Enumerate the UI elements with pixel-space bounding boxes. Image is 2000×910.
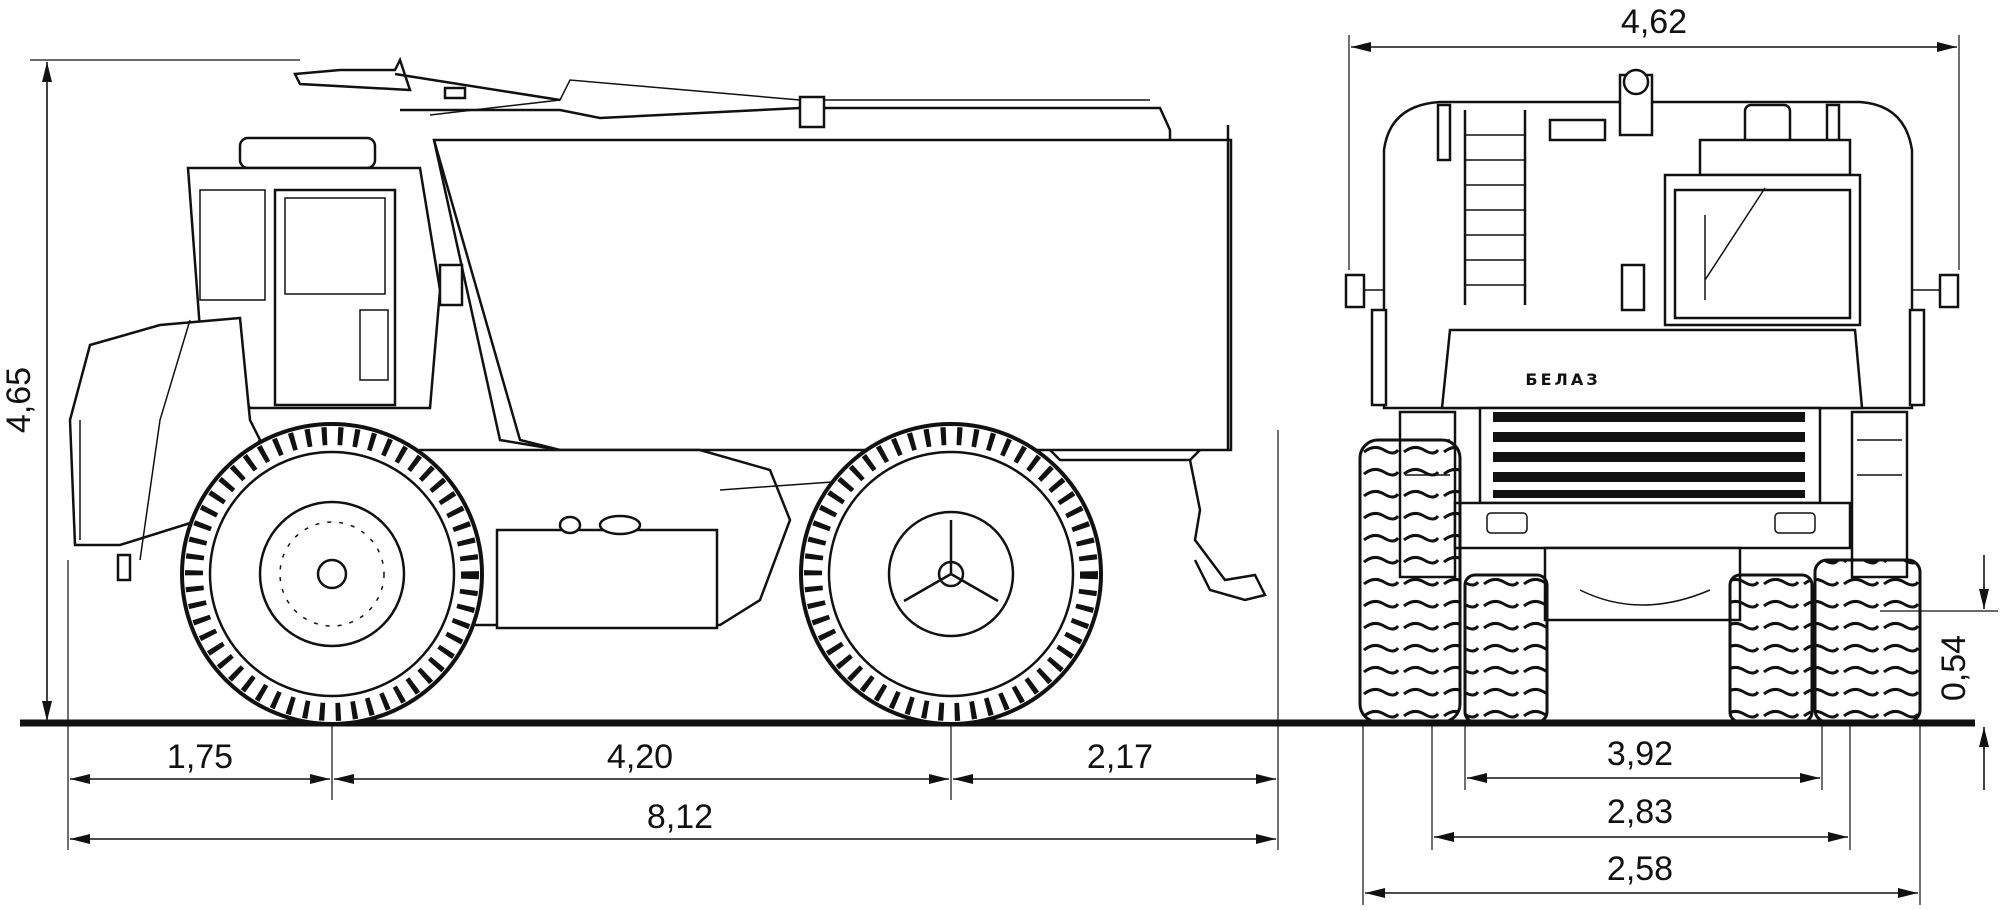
front-overhang-label: 1,75 [167,738,233,776]
bumper [1453,501,1852,550]
rear-wheel [799,422,1103,726]
lamp [1620,263,1646,312]
dump-body [400,79,1233,462]
wheelbase-label: 4,20 [607,738,673,776]
side-dimensions: 4,65 1,75 4,20 2,17 8,12 [0,59,1279,850]
hood-front [1440,328,1864,410]
brand-logo: БЕЛАЗ [1525,370,1600,389]
dim-283-label: 2,83 [1607,793,1673,831]
side-view [68,56,1267,726]
left-mirror [1344,273,1366,309]
ladder [1463,110,1527,305]
chassis [418,448,1267,630]
rear-overhang-label: 2,17 [1087,738,1153,776]
overall-length-label: 8,12 [647,798,713,836]
cab-window [1673,188,1852,320]
front-view: БЕЛАЗ [1344,68,1960,724]
cab [186,136,464,410]
dim-258-label: 2,58 [1607,850,1673,888]
front-dimensions: 4,62 3,92 2,83 2,58 0,54 [1348,3,1998,905]
radiator-grille [1478,406,1822,505]
front-wheel [180,422,484,726]
ground-clearance-label: 0,54 [1935,635,1973,701]
overall-width-label: 4,62 [1621,3,1687,41]
height-label: 4,65 [0,367,38,433]
canopy-arm [293,56,561,102]
right-mirror [1938,273,1960,309]
dim-392-label: 3,92 [1607,735,1673,773]
left-tires [1358,438,1549,724]
right-tires [1728,558,1922,724]
